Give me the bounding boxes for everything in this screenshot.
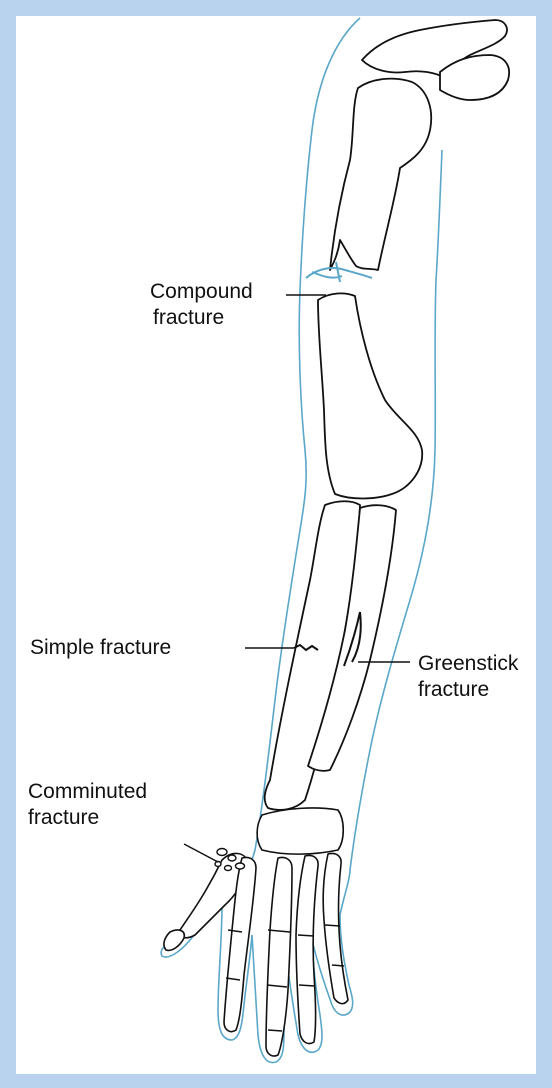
- greenstick-label-line-2: fracture: [418, 677, 518, 703]
- humerus-upper-fragment: [330, 79, 431, 270]
- humerus: [318, 79, 431, 499]
- comminuted-label-line-1: Comminuted: [28, 779, 147, 805]
- compound-fracture-label: Compound fracture: [150, 279, 253, 331]
- comminuted-label-line-2: fracture: [28, 805, 147, 831]
- forearm-bones: [265, 501, 396, 810]
- greenstick-fracture-label: Greenstick fracture: [418, 651, 518, 703]
- thumb-phalanx: [164, 930, 184, 950]
- comminuted-fracture-label: Comminuted fracture: [28, 779, 147, 831]
- carpal-bones: [257, 808, 343, 854]
- humerus-lower-fragment: [318, 293, 422, 498]
- little-finger-bones: [323, 853, 348, 1003]
- comminuted-leader: [184, 844, 218, 862]
- compound-label-line-2: fracture: [150, 305, 253, 331]
- greenstick-label-line-1: Greenstick: [418, 651, 518, 677]
- middle-finger-bones: [266, 857, 292, 1056]
- simple-fracture-label: Simple fracture: [30, 635, 171, 661]
- compound-label-line-1: Compound: [150, 279, 253, 305]
